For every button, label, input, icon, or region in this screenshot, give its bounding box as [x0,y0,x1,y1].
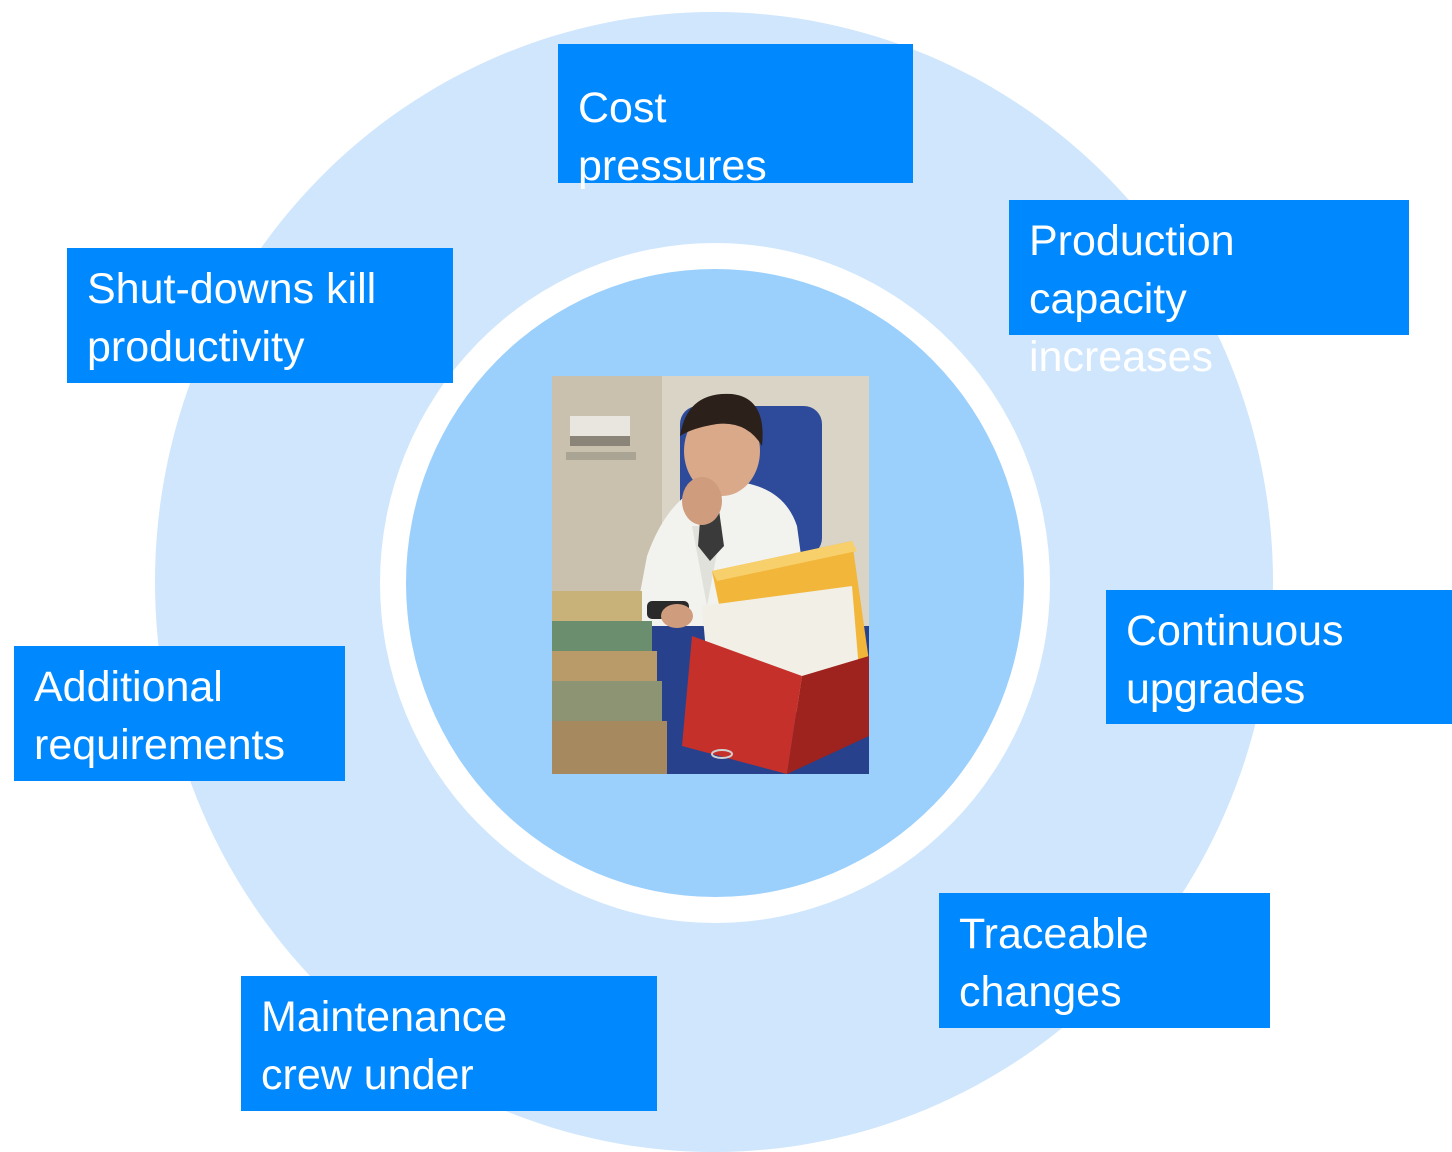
label-maintenance-crew: Maintenance crew under [241,976,657,1111]
label-production-capacity: Production capacity increases [1009,200,1409,381]
label-traceable-changes: Traceable changes [939,893,1270,1028]
stressed-worker-image [552,376,869,774]
label-continuous-upgrades: Continuous upgrades [1106,590,1452,724]
label-shutdowns: Shut-downs kill productivity [67,248,453,383]
label-additional-requirements: Additional requirements [14,646,345,781]
label-cost-pressures: Cost pressures [558,44,913,190]
center-photo [552,376,869,774]
